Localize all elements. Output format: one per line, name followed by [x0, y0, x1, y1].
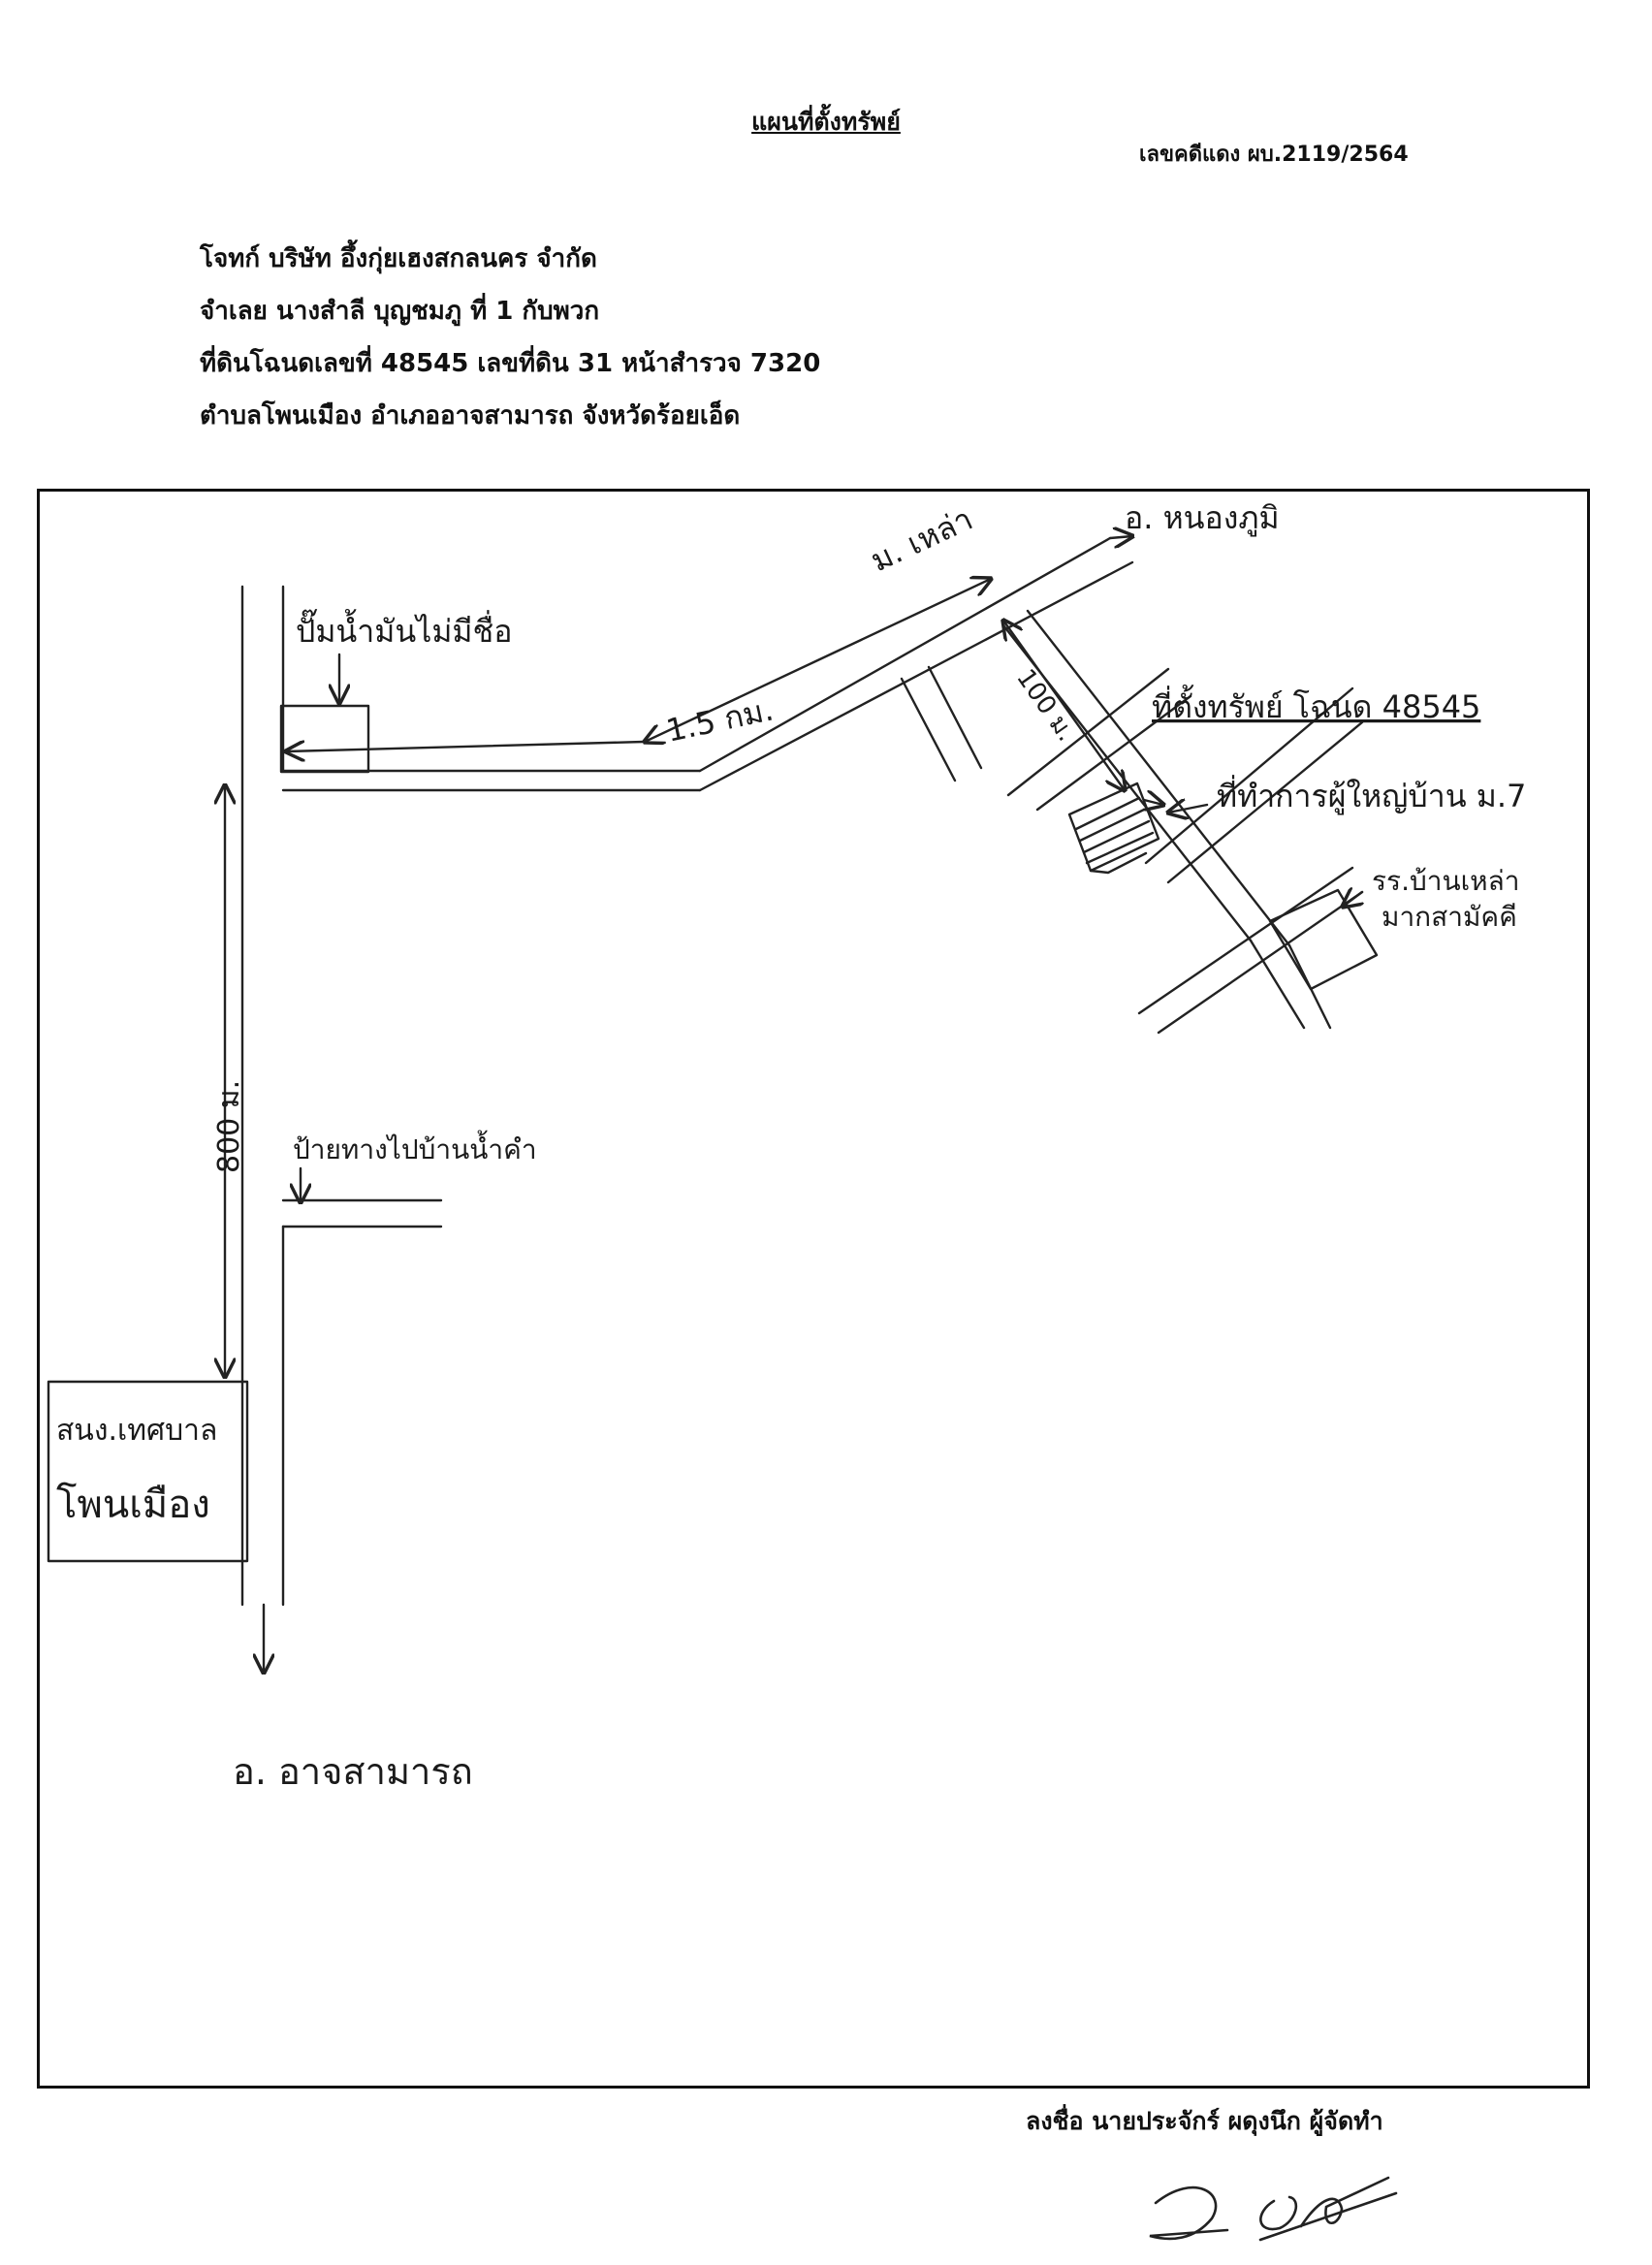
plaintiff-line: โจทก์ บริษัท อึ้งกุ่ยเฮงสกลนคร จำกัด [200, 244, 597, 273]
label-road-sign: ป้ายทางไปบ้านน้ำคำ [293, 1130, 537, 1165]
label-ban-lao: ม. เหล่า [865, 500, 978, 579]
label-school-line1: รร.บ้านเหล่า [1372, 865, 1520, 897]
label-municipal-line1: สนง.เทศบาล [56, 1414, 217, 1448]
defendant-line: จำเลย นางสำลี บุญชมภู ที่ 1 กับพวก [200, 297, 600, 326]
hand-drawn-map [37, 489, 1590, 2089]
signature [1149, 2176, 1398, 2242]
label-100m: 100 ม. [1010, 664, 1080, 747]
label-municipal-line2: โพนเมือง [56, 1483, 210, 1527]
municipal-office-box [47, 1380, 249, 1563]
side-road [900, 677, 957, 782]
label-village-office: ที่ทำการผู้ใหญ่บ้าน ม.7 [1217, 775, 1526, 815]
label-to-nongbua: อ. หนองภูมิ [1125, 499, 1280, 537]
property-parcel [1067, 782, 1160, 875]
label-school-line2: มากสามัคคี [1382, 901, 1517, 933]
main-road [240, 585, 702, 1607]
label-property: ที่ตั้งทรัพย์ โฉนด 48545 [1152, 685, 1480, 725]
case-info-block: โจทก์ บริษัท อึ้งกุ่ยเฮงสกลนคร จำกัด จำเ… [200, 233, 820, 442]
signer-line: ลงชื่อ นายประจักร์ ผดุงนึก ผู้จัดทำ [1026, 2107, 1383, 2135]
label-800m: 800 ม. [212, 1080, 246, 1173]
label-gas-station: ปั๊มน้ำมันไม่มีชื่อ [296, 609, 512, 650]
school-parcel [1268, 888, 1379, 991]
branch-road [1001, 609, 1364, 1035]
gas-station-box [279, 704, 370, 774]
location-line: ตำบลโพนเมือง อำเภออาจสามารถ จังหวัดร้อยเ… [200, 401, 741, 431]
document-title: แผนที่ตั้งทรัพย์ [751, 108, 901, 136]
label-to-samart: อ. อาจสามารถ [233, 1750, 473, 1793]
case-number: เลขคดีแดง ผบ.2119/2564 [1139, 143, 1409, 167]
land-title-line: ที่ดินโฉนดเลขที่ 48545 เลขที่ดิน 31 หน้า… [200, 349, 821, 378]
label-distance-1-5km: 1.5 กม. [663, 690, 777, 749]
